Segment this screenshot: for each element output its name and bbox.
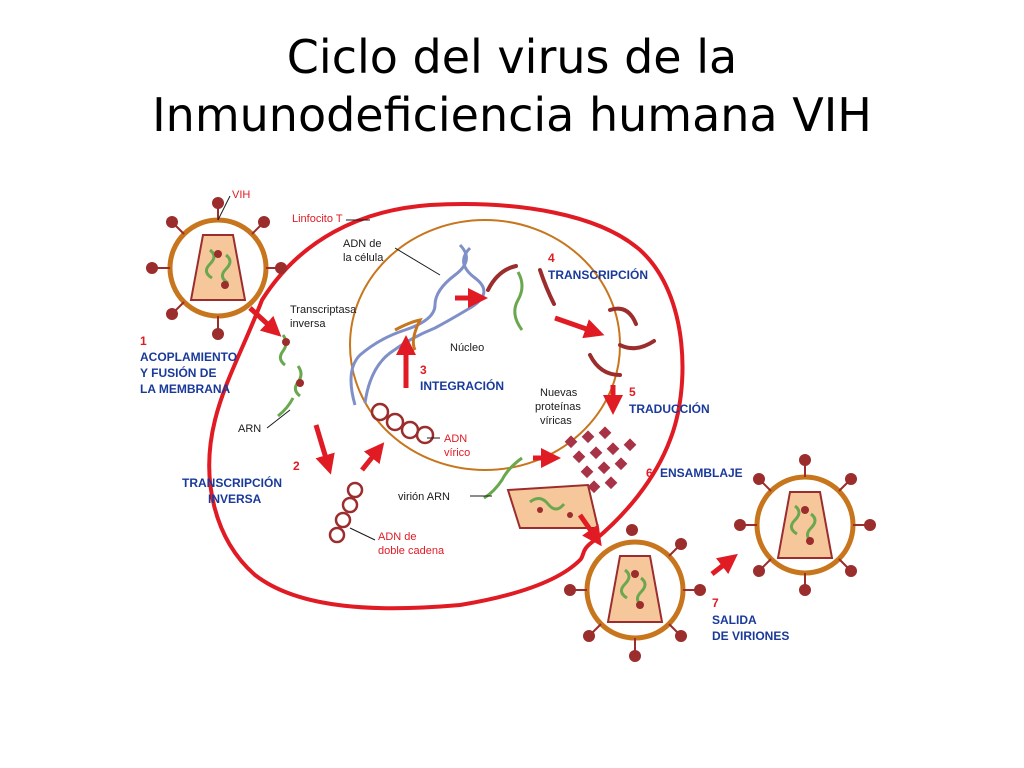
- step-6-number: 6: [646, 466, 653, 480]
- viral-rna-strands: [277, 271, 524, 500]
- step-5-line-1: TRADUCCIÓN: [629, 401, 710, 416]
- label-adn-virico-1: ADN: [444, 433, 467, 445]
- step-6-line-1: ENSAMBLAJE: [660, 466, 743, 480]
- label-linfocito: Linfocito T: [292, 213, 343, 225]
- step-1-line-2: Y FUSIÓN DE: [140, 365, 216, 380]
- step-4-number: 4: [548, 251, 555, 265]
- step-1-line-1: ACOPLAMIENTO: [140, 350, 237, 364]
- step-2-number: 2: [293, 459, 300, 473]
- reverse-transcriptase: [282, 338, 304, 387]
- step-2-line-2: INVERSA: [208, 492, 262, 506]
- process-arrows: [248, 288, 738, 576]
- viral-proteins: [564, 426, 637, 494]
- lymphocyte-membrane: [207, 202, 685, 611]
- label-adn-celula-1: ADN de: [343, 238, 382, 250]
- label-nuevas-2: proteínas: [535, 401, 581, 413]
- step-1: 1 ACOPLAMIENTO Y FUSIÓN DE LA MEMBRANA: [140, 334, 237, 396]
- leader-lines: [217, 195, 492, 541]
- hiv-virus-attaching: [146, 197, 287, 340]
- label-adn-celula-2: la célula: [343, 252, 384, 264]
- label-virion-arn: virión ARN: [398, 491, 450, 503]
- step-7-line-1: SALIDA: [712, 613, 757, 627]
- step-3: 3 INTEGRACIÓN: [420, 363, 504, 393]
- step-2-line-1: TRANSCRIPCIÓN: [182, 475, 282, 490]
- label-nuevas-1: Nuevas: [540, 387, 578, 399]
- label-arn: ARN: [238, 423, 261, 435]
- double-strand-dna: [328, 481, 364, 544]
- label-adn-doble-1: ADN de: [378, 531, 417, 543]
- step-2: 2 TRANSCRIPCIÓN INVERSA: [182, 459, 300, 506]
- step-1-line-3: LA MEMBRANA: [140, 382, 231, 396]
- hiv-virus-budding: [564, 524, 706, 662]
- label-nuevas-3: víricas: [540, 415, 572, 427]
- slide-title: Ciclo del virus de la Inmunodeficiencia …: [0, 28, 1024, 144]
- label-transcriptasa-1: Transcriptasa: [290, 304, 357, 316]
- label-adn-virico-2: vírico: [444, 447, 470, 459]
- viral-dna: [370, 402, 435, 445]
- title-line-1: Ciclo del virus de la: [286, 30, 738, 84]
- step-7-line-2: DE VIRIONES: [712, 629, 789, 643]
- step-5-number: 5: [629, 385, 636, 399]
- step-7-number: 7: [712, 596, 719, 610]
- step-4-line-1: TRANSCRIPCIÓN: [548, 267, 648, 282]
- step-3-number: 3: [420, 363, 427, 377]
- step-7: 7 SALIDA DE VIRIONES: [712, 596, 789, 643]
- step-5: 5 TRADUCCIÓN: [629, 385, 710, 416]
- step-6: 6 ENSAMBLAJE: [646, 466, 743, 480]
- label-adn-doble-2: doble cadena: [378, 545, 445, 557]
- label-transcriptasa-2: inversa: [290, 318, 326, 330]
- mrna-strands: [486, 264, 656, 377]
- title-line-2: Inmunodeficiencia humana VIH: [152, 88, 872, 142]
- step-1-number: 1: [140, 334, 147, 348]
- hiv-virus-released: [734, 454, 876, 596]
- label-nucleo: Núcleo: [450, 342, 484, 354]
- step-3-line-1: INTEGRACIÓN: [420, 378, 504, 393]
- step-4: 4 TRANSCRIPCIÓN: [548, 251, 648, 282]
- nucleus: [349, 219, 621, 471]
- label-vih: VIH: [232, 189, 250, 201]
